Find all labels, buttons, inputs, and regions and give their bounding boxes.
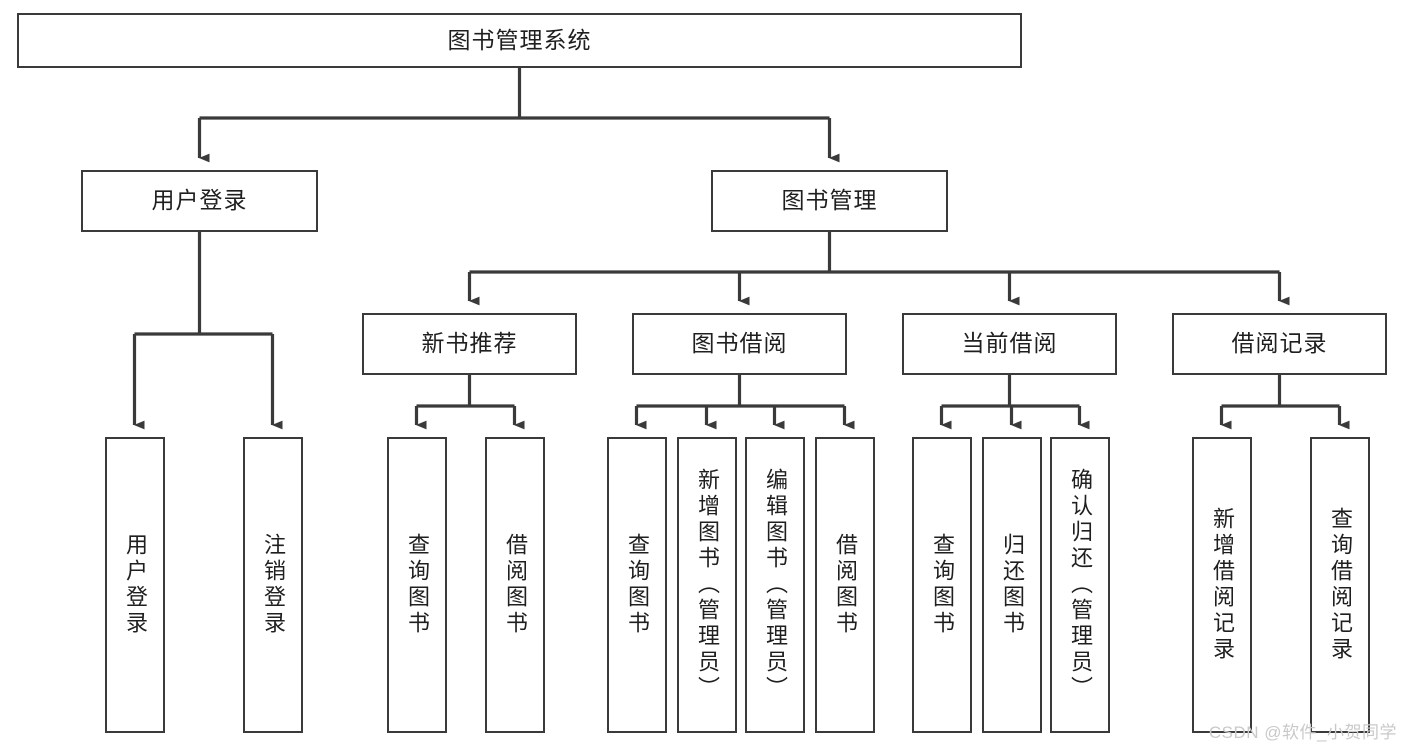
leaf-user-login[interactable]: 用户登录 xyxy=(105,437,165,733)
node-user-login-label: 用户登录 xyxy=(151,187,248,214)
leaf-borrow-query-book-label: 查询图书 xyxy=(625,533,650,637)
node-book-management-label: 图书管理 xyxy=(781,187,878,214)
leaf-current-return-book[interactable]: 归还图书 xyxy=(982,437,1042,733)
leaf-current-confirm-return-admin[interactable]: 确认归还（管理员） xyxy=(1050,437,1110,733)
leaf-current-query-book[interactable]: 查询图书 xyxy=(912,437,972,733)
leaf-newbook-borrow-book-label: 借阅图书 xyxy=(503,533,528,637)
node-root[interactable]: 图书管理系统 xyxy=(17,13,1022,68)
node-borrow-record-label: 借阅记录 xyxy=(1231,330,1328,357)
leaf-record-add-record[interactable]: 新增借阅记录 xyxy=(1192,437,1252,733)
leaf-borrow-add-book-admin-label: 新增图书（管理员） xyxy=(695,468,720,702)
leaf-logout[interactable]: 注销登录 xyxy=(243,437,303,733)
leaf-current-query-book-label: 查询图书 xyxy=(930,533,955,637)
leaf-borrow-borrow-book[interactable]: 借阅图书 xyxy=(815,437,875,733)
leaf-borrow-edit-book-admin[interactable]: 编辑图书（管理员） xyxy=(745,437,805,733)
node-root-label: 图书管理系统 xyxy=(447,26,592,53)
node-borrow-record[interactable]: 借阅记录 xyxy=(1172,313,1387,375)
leaf-logout-label: 注销登录 xyxy=(261,533,286,637)
csdn-watermark: CSDN @软件_小贺同学 xyxy=(1208,723,1397,742)
leaf-newbook-borrow-book[interactable]: 借阅图书 xyxy=(485,437,545,733)
node-book-management[interactable]: 图书管理 xyxy=(711,170,948,232)
node-new-book-recommend-label: 新书推荐 xyxy=(421,330,518,357)
node-book-borrow[interactable]: 图书借阅 xyxy=(632,313,847,375)
leaf-record-add-record-label: 新增借阅记录 xyxy=(1210,507,1235,663)
node-book-borrow-label: 图书借阅 xyxy=(691,330,788,357)
leaf-newbook-query-book-label: 查询图书 xyxy=(405,533,430,637)
leaf-record-query-record[interactable]: 查询借阅记录 xyxy=(1310,437,1370,733)
leaf-user-login-label: 用户登录 xyxy=(123,533,148,637)
leaf-record-query-record-label: 查询借阅记录 xyxy=(1328,507,1353,663)
leaf-newbook-query-book[interactable]: 查询图书 xyxy=(387,437,447,733)
node-new-book-recommend[interactable]: 新书推荐 xyxy=(362,313,577,375)
node-current-borrow[interactable]: 当前借阅 xyxy=(902,313,1117,375)
node-current-borrow-label: 当前借阅 xyxy=(961,330,1058,357)
leaf-current-return-book-label: 归还图书 xyxy=(1000,533,1025,637)
leaf-current-confirm-return-admin-label: 确认归还（管理员） xyxy=(1068,468,1093,702)
leaf-borrow-query-book[interactable]: 查询图书 xyxy=(607,437,667,733)
leaf-borrow-edit-book-admin-label: 编辑图书（管理员） xyxy=(763,468,788,702)
leaf-borrow-borrow-book-label: 借阅图书 xyxy=(833,533,858,637)
node-user-login[interactable]: 用户登录 xyxy=(81,170,318,232)
leaf-borrow-add-book-admin[interactable]: 新增图书（管理员） xyxy=(677,437,737,733)
